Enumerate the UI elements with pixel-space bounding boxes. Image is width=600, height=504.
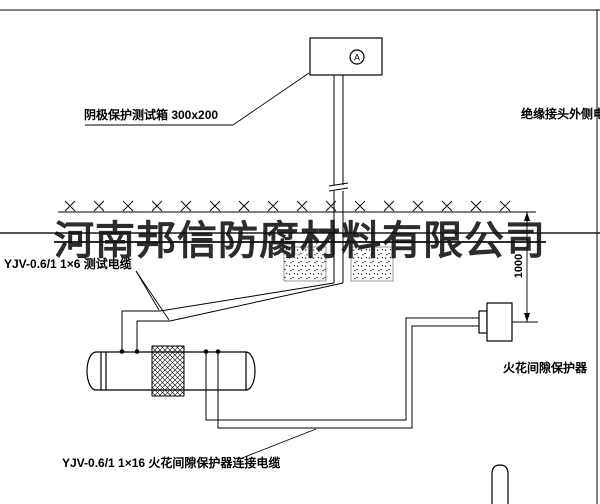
test-cables: [121, 282, 344, 351]
ammeter-circle: [349, 49, 365, 65]
ammeter-letter: A: [354, 53, 360, 63]
dome-symbol: [491, 464, 509, 504]
conduit-break-mark-2: [328, 187, 349, 192]
outer-cable-label: 绝缘接头外侧电缆: [521, 107, 600, 121]
test-cable-label: YJV-0.6/1 1×6 测试电缆: [4, 257, 132, 271]
cable-terminal-dot-1: [119, 349, 125, 354]
dimension-text: 1000: [513, 253, 525, 279]
ground-hatch-marks: [64, 200, 511, 212]
pipe-left-end-cap: [86, 351, 97, 391]
conduit-break-mark-1: [328, 182, 349, 187]
spark-gap-cables: [205, 317, 487, 429]
drawing-frame: [0, 9, 600, 504]
concrete-blocks: [283, 246, 394, 282]
test-box-label: 阴极保护测试箱 300x200: [84, 108, 219, 122]
concrete-block-right: [350, 246, 394, 282]
spark-cable-line-1: [205, 317, 487, 421]
spark-gap-protector: [478, 302, 513, 342]
cable-terminal-dot-4: [215, 349, 221, 354]
leader-lines: [85, 72, 317, 459]
test-cable-line-1: [121, 282, 335, 351]
concrete-block-left: [283, 246, 327, 282]
spark-gap-body: [486, 302, 513, 342]
cable-terminal-dot-3: [203, 349, 209, 354]
test-cable-line-2: [136, 282, 344, 351]
dimension-arrow-top: [524, 212, 530, 221]
dimension-1000: [512, 212, 538, 323]
leader-test-cable-1: [135, 270, 160, 311]
test-box-rect: [309, 37, 383, 76]
insulating-joint: [151, 345, 185, 397]
dimension-arrow-bottom: [524, 313, 530, 322]
pipeline: [86, 345, 256, 397]
spark-cable-line-2: [217, 325, 487, 429]
leader-spark-cable: [241, 428, 317, 459]
spark-gap-tab: [478, 310, 488, 334]
spark-cable-label: YJV-0.6/1 1×16 火花间隙保护器连接电缆: [62, 456, 281, 470]
leader-test-cable-2: [135, 270, 170, 321]
test-box: A: [309, 37, 383, 76]
leader-test-box: [232, 72, 310, 126]
pipe-right-end-cap: [245, 351, 256, 391]
riser-conduit: [328, 75, 349, 283]
ground-line-group: [58, 200, 536, 213]
spark-gap-label: 火花间隙保护器: [503, 361, 588, 375]
cable-terminal-dot-2: [134, 349, 140, 354]
